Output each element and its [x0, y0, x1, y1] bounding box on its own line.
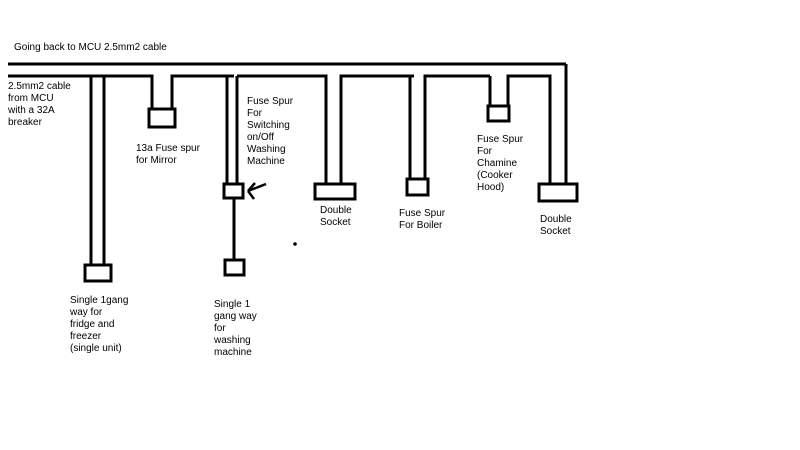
arrow-icon: [247, 182, 267, 200]
mirror-spur-cable-return: [170, 74, 234, 108]
return-cable-label: Going back to MCU 2.5mm2 cable: [14, 42, 167, 53]
cooker-hood-spur-box: [486, 104, 511, 123]
double-socket-1-box: [313, 182, 357, 201]
mirror-spur-label: 13a Fuse spur for Mirror: [136, 143, 200, 166]
fridge-socket-box: [83, 263, 113, 283]
stray-dot: [293, 242, 297, 246]
cooker-hood-spur-cable-return: [506, 74, 552, 183]
mirror-spur-box: [147, 107, 177, 129]
double-socket-2-box: [537, 182, 579, 203]
washing-spur-box: [222, 182, 245, 200]
washing-spur-label: Fuse Spur For Switching on/Off Washing M…: [247, 96, 294, 167]
boiler-spur-box: [405, 177, 430, 197]
fridge-socket-label: Single 1gang way for fridge and freezer …: [70, 295, 129, 354]
boiler-spur-cable-return: [423, 74, 490, 178]
washing-socket-label: Single 1 gang way for washing machine: [214, 299, 257, 358]
washing-socket-box: [223, 258, 246, 277]
boiler-spur-label: Fuse Spur For Boiler: [399, 208, 446, 231]
double-socket-1-cable-return: [339, 74, 414, 183]
cooker-hood-spur-label: Fuse Spur For Chamine (Cooker Hood): [477, 134, 524, 193]
supply-cable-label: 2.5mm2 cable from MCU with a 32A breaker: [8, 81, 71, 128]
double-socket-1-label: Double Socket: [320, 205, 352, 228]
mirror-spur-cable: [104, 74, 154, 108]
double-socket-1-cable: [237, 74, 328, 183]
double-socket-2-label: Double Socket: [540, 214, 572, 237]
